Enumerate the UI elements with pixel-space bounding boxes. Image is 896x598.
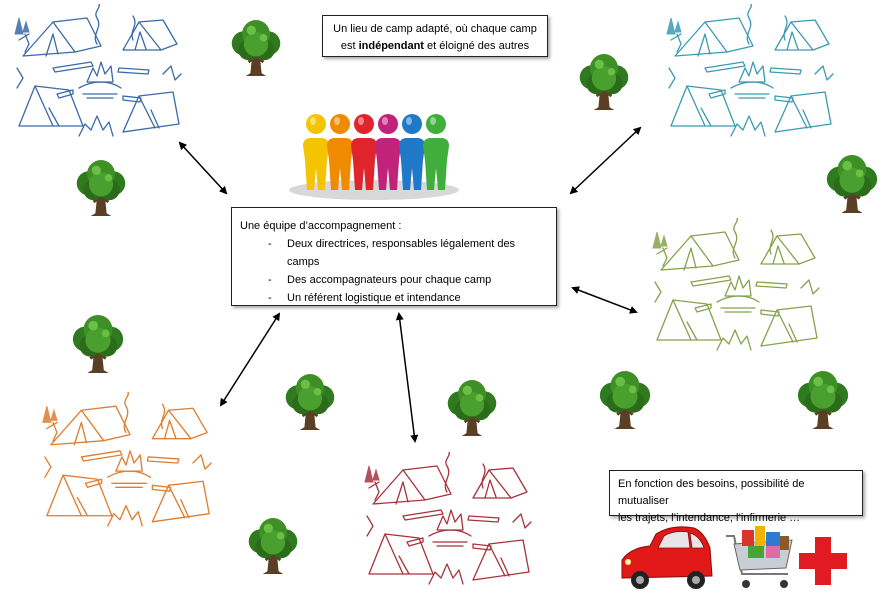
support-team-box: Une équipe d’accompagnement : Deux direc… bbox=[231, 207, 557, 307]
camp-orange bbox=[42, 392, 212, 527]
tree-icon bbox=[796, 369, 850, 431]
tree-icon bbox=[230, 18, 282, 78]
red-cross-icon bbox=[799, 537, 847, 585]
person-figure bbox=[423, 114, 449, 190]
note-line-2-pre: est bbox=[340, 40, 359, 52]
group-people-icon bbox=[289, 114, 459, 200]
person-figure bbox=[303, 114, 329, 190]
note-line-1: Un lieu de camp adapté, où chaque camp bbox=[333, 23, 537, 35]
tree-icon bbox=[825, 153, 879, 215]
person-figure bbox=[351, 114, 377, 190]
camp-teal bbox=[666, 4, 834, 137]
mutualise-line-2: les trajets, l’intendance, l’infirmerie … bbox=[618, 512, 801, 524]
camp-blue bbox=[14, 4, 182, 137]
person-figure bbox=[399, 114, 425, 190]
team-title: Une équipe d’accompagnement : bbox=[240, 220, 402, 232]
arrow-to-camp-orange bbox=[219, 312, 281, 407]
person-figure bbox=[375, 114, 401, 190]
shopping-cart-icon bbox=[726, 526, 793, 588]
arrow-to-camp-blue bbox=[178, 141, 228, 195]
team-item: Des accompagnateurs pour chaque camp bbox=[240, 271, 548, 289]
team-item: Un référent logistique et intendance bbox=[240, 289, 548, 307]
note-line-2-bold: indépendant bbox=[358, 40, 424, 52]
arrow-to-camp-crimson bbox=[395, 312, 419, 443]
person-figure bbox=[327, 114, 353, 190]
tree-icon bbox=[284, 372, 336, 432]
arrow-to-camp-olive bbox=[571, 286, 638, 314]
tree-icon bbox=[75, 158, 127, 218]
mutualise-line-1: En fonction des besoins, possibilité de … bbox=[618, 478, 805, 507]
tree-icon bbox=[578, 52, 630, 112]
independent-camp-note: Un lieu de camp adapté, où chaque camp e… bbox=[322, 15, 548, 57]
team-list: Deux directrices, responsables légalemen… bbox=[240, 235, 548, 307]
note-line-2-post: et éloigné des autres bbox=[423, 40, 530, 52]
tree-icon bbox=[598, 369, 652, 431]
team-item: Deux directrices, responsables légalemen… bbox=[240, 235, 548, 271]
arrow-to-camp-teal bbox=[569, 126, 642, 195]
car-icon bbox=[621, 526, 713, 589]
tree-icon bbox=[71, 313, 125, 375]
camp-crimson bbox=[364, 452, 532, 585]
connector-arrows bbox=[178, 126, 642, 443]
tree-icon bbox=[446, 378, 498, 438]
mutualisation-note: En fonction des besoins, possibilité de … bbox=[609, 470, 863, 524]
note-line-2: est indépendant et éloigné des autres bbox=[323, 38, 547, 55]
camp-olive bbox=[652, 218, 820, 351]
tree-icon bbox=[247, 516, 299, 576]
